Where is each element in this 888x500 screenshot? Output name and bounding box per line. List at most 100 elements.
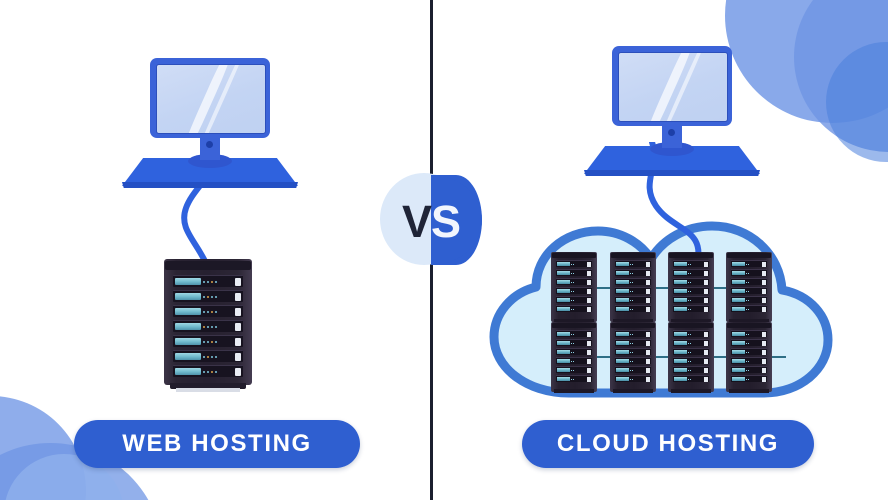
slot-leds bbox=[203, 309, 233, 315]
table-row bbox=[615, 296, 651, 303]
slot-drive-bay bbox=[646, 376, 650, 382]
list-item bbox=[610, 252, 656, 323]
slot-display bbox=[674, 289, 687, 293]
led-indicator bbox=[211, 340, 213, 343]
vs-letter-v: V bbox=[401, 195, 432, 247]
led-indicator bbox=[748, 351, 749, 353]
slot-drive-bay bbox=[762, 376, 766, 382]
slot-display bbox=[557, 280, 570, 284]
slot-leds bbox=[688, 342, 703, 345]
led-indicator bbox=[746, 263, 747, 265]
slot-display bbox=[616, 262, 629, 266]
table-row bbox=[731, 278, 767, 285]
slot-drive-bay bbox=[704, 279, 708, 285]
slot-drive-bay bbox=[762, 349, 766, 355]
slot-display bbox=[616, 332, 629, 336]
monitor-power-dot bbox=[668, 129, 675, 136]
rack-top-panel bbox=[669, 323, 713, 328]
led-indicator bbox=[690, 351, 691, 353]
led-indicator bbox=[207, 340, 209, 343]
slot-display bbox=[616, 289, 629, 293]
table-row bbox=[556, 278, 592, 285]
slot-leds bbox=[688, 290, 703, 293]
slot-drive-bay bbox=[704, 288, 708, 294]
slot-leds bbox=[746, 369, 761, 372]
slot-display bbox=[674, 280, 687, 284]
table-row bbox=[673, 375, 709, 382]
slot-drive-bay bbox=[762, 270, 766, 276]
led-indicator bbox=[630, 281, 631, 283]
slot-display bbox=[674, 262, 687, 266]
led-indicator bbox=[573, 378, 574, 380]
led-indicator bbox=[571, 290, 572, 292]
vs-badge-right-disc bbox=[431, 175, 482, 265]
slot-drive-bay bbox=[646, 349, 650, 355]
led-indicator bbox=[688, 360, 689, 362]
led-indicator bbox=[630, 333, 631, 335]
led-indicator bbox=[748, 369, 749, 371]
slot-drive-bay bbox=[235, 352, 241, 361]
table-row bbox=[556, 305, 592, 312]
led-indicator bbox=[690, 272, 691, 274]
slot-drive-bay bbox=[587, 340, 591, 346]
led-indicator bbox=[632, 333, 633, 335]
slot-leds bbox=[630, 378, 645, 381]
slot-display bbox=[732, 271, 745, 275]
slot-leds bbox=[203, 294, 233, 300]
slot-display bbox=[557, 298, 570, 302]
led-indicator bbox=[571, 308, 572, 310]
led-indicator bbox=[632, 360, 633, 362]
led-indicator bbox=[688, 263, 689, 265]
led-indicator bbox=[215, 370, 217, 373]
table-row bbox=[731, 260, 767, 267]
led-indicator bbox=[203, 355, 205, 358]
slot-leds bbox=[630, 290, 645, 293]
led-indicator bbox=[748, 378, 749, 380]
slot-leds bbox=[746, 281, 761, 284]
led-indicator bbox=[632, 308, 633, 310]
table-row bbox=[673, 366, 709, 373]
table-row bbox=[673, 260, 709, 267]
slot-drive-bay bbox=[762, 340, 766, 346]
monitor-bezel bbox=[150, 58, 270, 138]
slot-display bbox=[557, 262, 570, 266]
led-indicator bbox=[632, 263, 633, 265]
slot-drive-bay bbox=[587, 367, 591, 373]
slot-leds bbox=[571, 333, 586, 336]
led-indicator bbox=[748, 263, 749, 265]
slot-leds bbox=[688, 281, 703, 284]
led-indicator bbox=[688, 333, 689, 335]
slot-leds bbox=[630, 369, 645, 372]
slot-leds bbox=[203, 279, 233, 285]
led-indicator bbox=[690, 308, 691, 310]
slot-drive-bay bbox=[704, 349, 708, 355]
slot-display bbox=[557, 350, 570, 354]
slot-drive-bay bbox=[646, 367, 650, 373]
slot-display bbox=[175, 278, 201, 285]
monitor-screen bbox=[156, 64, 266, 134]
led-indicator bbox=[632, 281, 633, 283]
led-indicator bbox=[746, 342, 747, 344]
table-row bbox=[173, 335, 243, 347]
slot-drive-bay bbox=[646, 261, 650, 267]
led-indicator bbox=[215, 280, 217, 283]
table-row bbox=[731, 366, 767, 373]
slot-drive-bay bbox=[704, 376, 708, 382]
label-web-hosting[interactable]: WEB HOSTING bbox=[74, 420, 360, 468]
slot-leds bbox=[571, 299, 586, 302]
slot-display bbox=[557, 289, 570, 293]
led-indicator bbox=[211, 355, 213, 358]
led-indicator bbox=[630, 308, 631, 310]
table-row bbox=[615, 269, 651, 276]
list-item bbox=[726, 322, 772, 393]
table-row bbox=[673, 330, 709, 337]
slot-drive-bay bbox=[587, 376, 591, 382]
slot-drive-bay bbox=[646, 288, 650, 294]
table-row bbox=[556, 260, 592, 267]
label-cloud-hosting[interactable]: CLOUD HOSTING bbox=[522, 420, 814, 468]
slot-display bbox=[557, 341, 570, 345]
monitor-stand-foot bbox=[188, 154, 232, 168]
